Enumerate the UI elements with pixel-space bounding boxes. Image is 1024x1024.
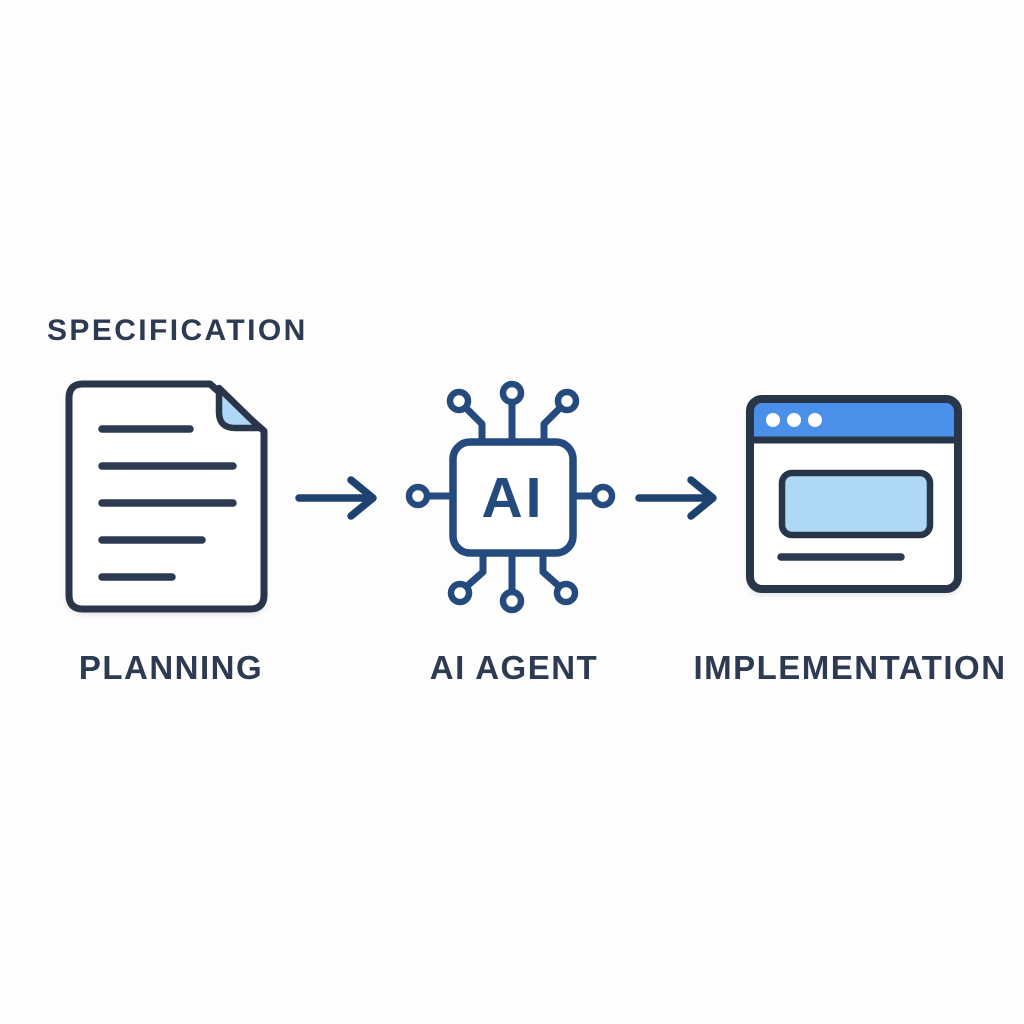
document-icon [63, 378, 270, 620]
arrow-shaft-and-head [635, 476, 717, 520]
arrow-right-icon [294, 475, 386, 526]
browser-header-bar [750, 399, 958, 440]
arrow-shaft-and-head [295, 476, 377, 520]
arrow-right-icon-svg [635, 476, 717, 520]
ai-agent-label: AI AGENT [429, 649, 599, 686]
document-text-lines [98, 425, 237, 581]
document-folded-corner [215, 384, 264, 432]
browser-content-block [778, 469, 934, 539]
specification-annotation: SPECIFICATION [47, 314, 308, 347]
planning-label: PLANNING [78, 649, 264, 686]
arrow-right-icon-svg [295, 476, 377, 520]
ai-chip-icon-svg: AI [405, 380, 616, 614]
document-page [65, 380, 268, 613]
browser-control-dots [766, 413, 822, 427]
implementation-label: IMPLEMENTATION [693, 649, 1007, 686]
chip-ai-text: AI [482, 466, 545, 530]
chip-pin-dots [405, 380, 616, 614]
browser-frame [746, 395, 962, 593]
browser-window-icon [745, 394, 963, 599]
browser-window-icon-svg [746, 395, 962, 593]
document-icon-svg [65, 380, 268, 613]
chip-body [449, 438, 577, 557]
arrow-right-icon [634, 475, 726, 526]
ai-chip-icon: AI [405, 380, 620, 620]
